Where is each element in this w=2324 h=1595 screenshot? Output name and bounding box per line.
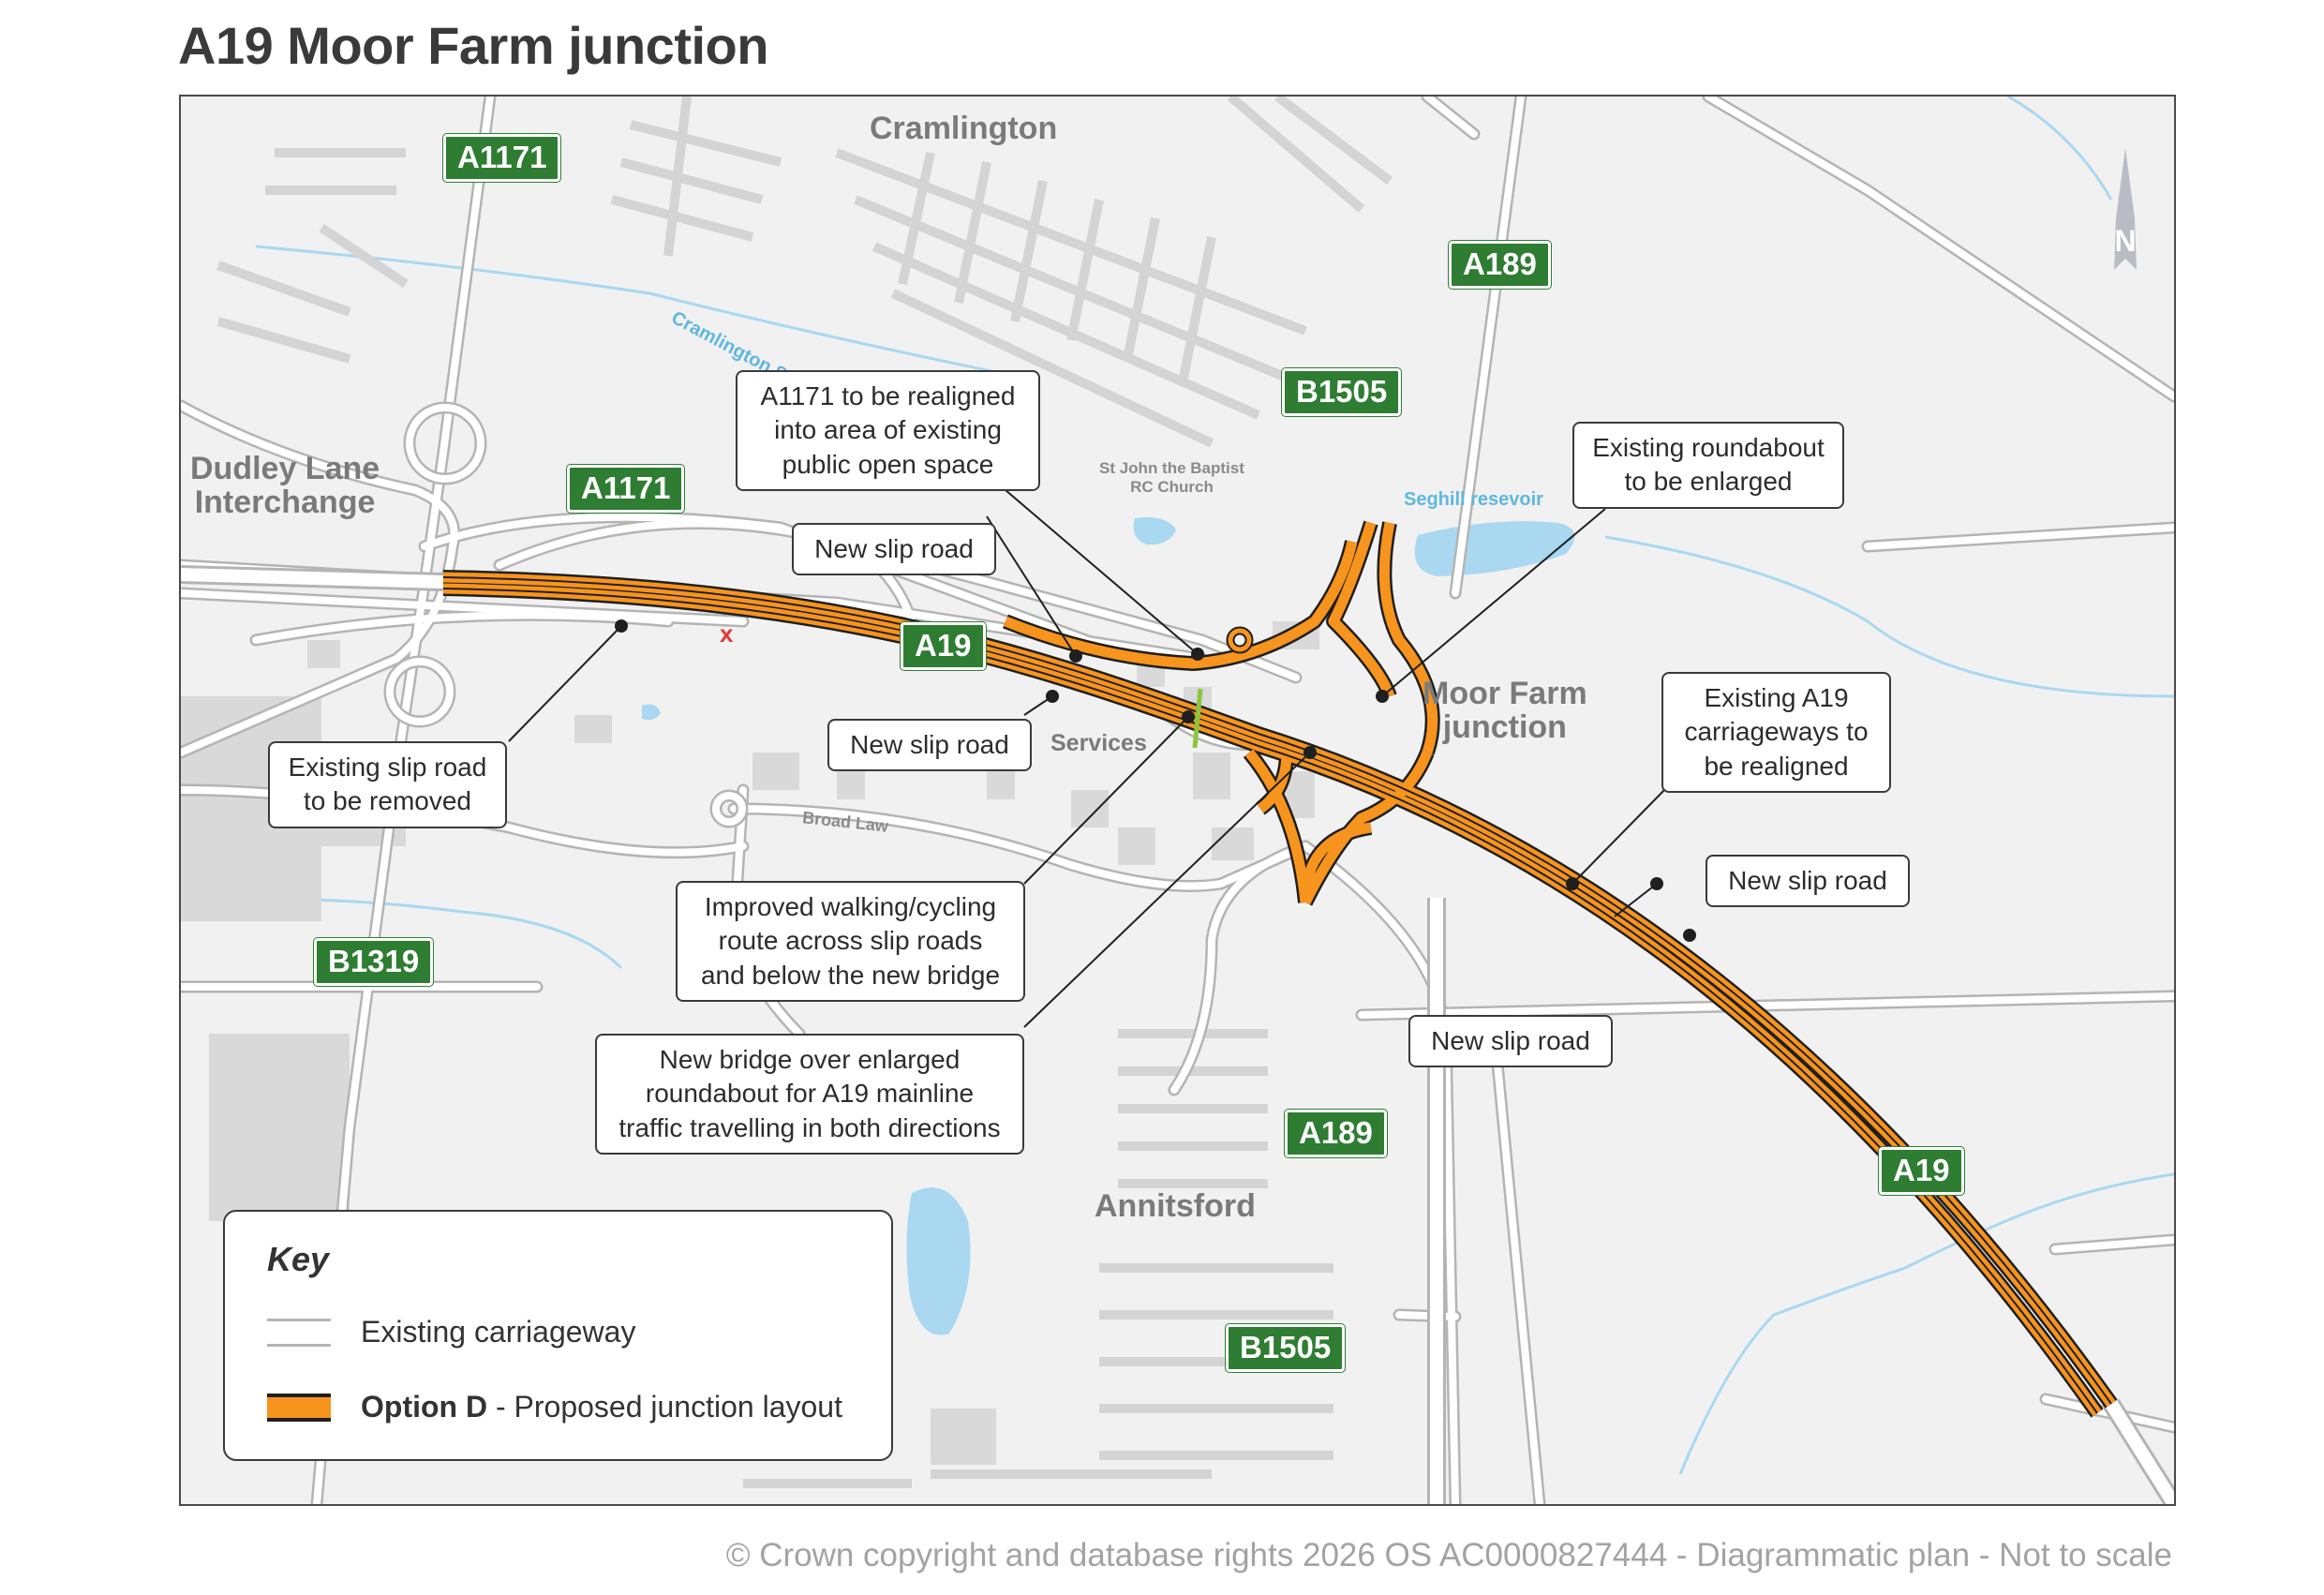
seghill-reservoir (1414, 521, 1575, 576)
annitsford-pond (906, 1187, 971, 1335)
callout-new-slip-road-3: New slip road (1706, 855, 1910, 908)
callout-existing-slip-removed: Existing slip road to be removed (268, 741, 507, 828)
place-dudley-lane: Dudley Lane Interchange (190, 451, 380, 520)
church-pond (1133, 516, 1176, 545)
key-proposed-label: Option D - Proposed junction layout (361, 1390, 842, 1424)
callout-walking-cycling: Improved walking/cycling route across sl… (676, 881, 1025, 1003)
place-annitsford: Annitsford (1095, 1188, 1256, 1224)
callout-new-bridge: New bridge over enlarged roundabout for … (595, 1034, 1024, 1155)
road-shield-a189-bottom: A189 (1285, 1110, 1387, 1158)
services-pond (642, 704, 661, 721)
key-title: Key (267, 1240, 330, 1278)
map-canvas: x (181, 97, 2174, 1504)
residential-areas (216, 97, 1393, 1488)
road-shield-a19-mid: A19 (901, 622, 986, 671)
callout-new-slip-road-1: New slip road (792, 523, 996, 576)
walking-cycling-route (1192, 688, 1203, 749)
reservoir-label: Seghill resevoir (1404, 489, 1543, 510)
place-services: Services (1050, 730, 1147, 756)
leader-dots (615, 619, 1696, 942)
map[interactable]: x Cramlington Dudley La (179, 95, 2176, 1506)
copyright-notice: © Crown copyright and database rights 20… (725, 1537, 2172, 1573)
key-existing-swatch (267, 1319, 331, 1347)
place-cramlington: Cramlington (870, 111, 1058, 146)
road-shield-a19-right: A19 (1879, 1147, 1964, 1196)
map-key: Key Existing carriageway Option D - Prop… (223, 1210, 893, 1461)
callout-a1171-realigned: A1171 to be realigned into area of exist… (736, 370, 1040, 492)
existing-roads (181, 97, 2174, 1504)
key-proposed-rest: - Proposed junction layout (487, 1390, 842, 1424)
road-shield-a189-top: A189 (1449, 241, 1551, 290)
north-arrow-icon: N (2114, 148, 2137, 270)
road-shield-b1505-bottom: B1505 (1226, 1324, 1346, 1373)
callout-new-slip-road-4: New slip road (1408, 1015, 1613, 1068)
place-moor-farm: Moor Farm junction (1423, 676, 1587, 745)
north-arrow-label: N (2114, 224, 2136, 258)
key-proposed-bold: Option D (361, 1390, 488, 1424)
church-label: St John the Baptist RC Church (1099, 459, 1244, 497)
road-shield-b1319: B1319 (314, 938, 434, 987)
callout-new-slip-road-2: New slip road (827, 719, 1032, 772)
road-shield-b1505-top: B1505 (1282, 368, 1402, 417)
road-shield-a1171-mid: A1171 (567, 465, 685, 514)
callout-a19-realigned: Existing A19 carriageways to be realigne… (1661, 672, 1891, 794)
removed-marker-icon: x (720, 619, 734, 648)
proposed-roads (443, 523, 2111, 1413)
road-shield-a1171-top: A1171 (443, 134, 561, 183)
page-title: A19 Moor Farm junction (178, 16, 768, 75)
key-proposed-swatch (267, 1394, 331, 1422)
callout-roundabout-enlarged: Existing roundabout to be enlarged (1572, 422, 1844, 509)
key-existing-label: Existing carriageway (361, 1315, 636, 1349)
